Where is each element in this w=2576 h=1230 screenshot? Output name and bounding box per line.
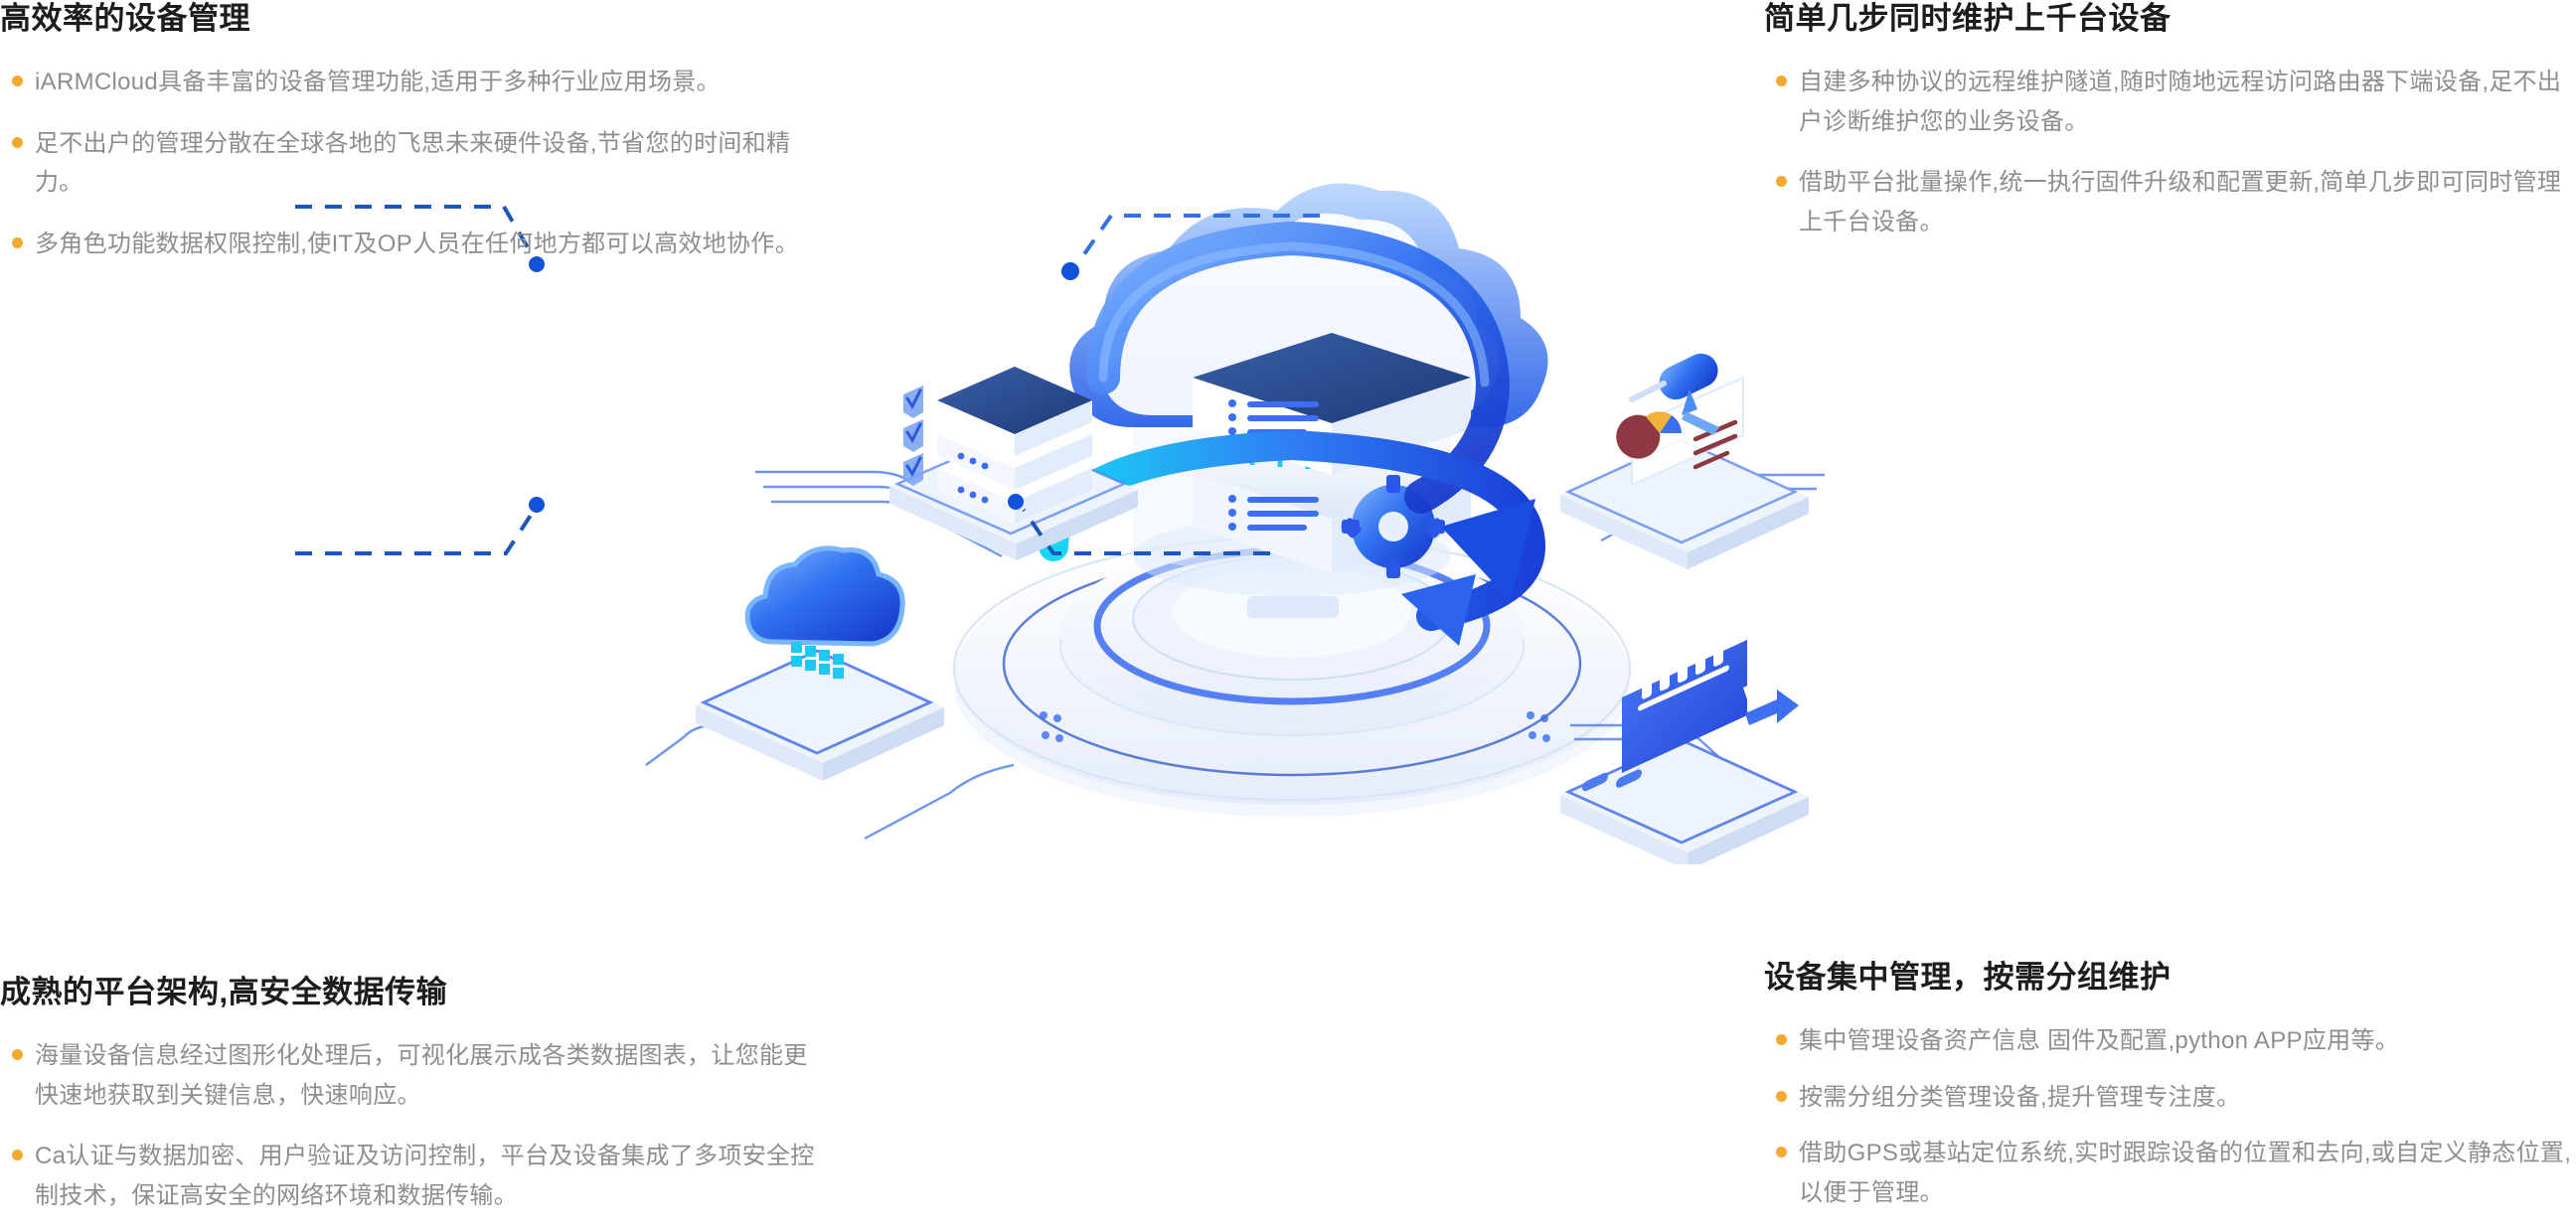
- bullet-dot-icon: [1776, 1034, 1787, 1046]
- feature-list: 集中管理设备资产信息 固件及配置,python APP应用等。 按需分组分类管理…: [1764, 1021, 2576, 1212]
- feature-list: 自建多种协议的远程维护隧道,随时随地远程访问路由器下端设备,足不出户诊断维护您的…: [1764, 63, 2576, 241]
- bullet-dot-icon: [1776, 76, 1787, 87]
- list-item: 借助平台批量操作,统一执行固件升级和配置更新,简单几步即可同时管理上千台设备。: [1764, 163, 2576, 241]
- list-item: 集中管理设备资产信息 固件及配置,python APP应用等。: [1764, 1021, 2576, 1061]
- bullet-dot-icon: [12, 1150, 23, 1161]
- list-item-text: 自建多种协议的远程维护隧道,随时随地远程访问路由器下端设备,足不出户诊断维护您的…: [1799, 69, 2562, 135]
- cloud-device-node: [696, 545, 944, 781]
- list-item: 借助GPS或基站定位系统,实时跟踪设备的位置和去向,或自定义静态位置,以便于管理…: [1764, 1134, 2576, 1212]
- list-item: 按需分组分类管理设备,提升管理专注度。: [1764, 1078, 2576, 1118]
- projector-report-node: [1560, 353, 1809, 569]
- section-heading: 设备集中管理，按需分组维护: [1764, 960, 2172, 995]
- list-item-text: 借助GPS或基站定位系统,实时跟踪设备的位置和去向,或自定义静态位置,以便于管理…: [1799, 1140, 2572, 1206]
- cloud-icon: [744, 545, 905, 647]
- bullet-dot-icon: [12, 76, 23, 87]
- list-item: 多角色功能数据权限控制,使IT及OP人员在任何地方都可以高效地协作。: [0, 225, 825, 264]
- feature-list: 海量设备信息经过图形化处理后，可视化展示成各类数据图表，让您能更快速地获取到关键…: [0, 1036, 825, 1215]
- connector-bottom-left: [295, 497, 545, 555]
- list-item: 海量设备信息经过图形化处理后，可视化展示成各类数据图表，让您能更快速地获取到关键…: [0, 1036, 825, 1115]
- pie-chart-icon: [1616, 411, 1682, 459]
- list-item-text: Ca认证与数据加密、用户验证及访问控制，平台及设备集成了多项安全控制技术，保证高…: [35, 1143, 815, 1209]
- list-item: iARMCloud具备丰富的设备管理功能,适用于多种行业应用场景。: [0, 63, 825, 102]
- projector-icon: [1629, 353, 1719, 435]
- feature-list: iARMCloud具备丰富的设备管理功能,适用于多种行业应用场景。 足不出户的管…: [0, 63, 825, 263]
- list-item-text: 多角色功能数据权限控制,使IT及OP人员在任何地方都可以高效地协作。: [35, 230, 799, 257]
- list-item-text: 借助平台批量操作,统一执行固件升级和配置更新,简单几步即可同时管理上千台设备。: [1799, 169, 2562, 235]
- list-item-text: 足不出户的管理分散在全球各地的飞思未来硬件设备,节省您的时间和精力。: [35, 129, 791, 197]
- list-item: 自建多种协议的远程维护隧道,随时随地远程访问路由器下端设备,足不出户诊断维护您的…: [1764, 63, 2576, 141]
- central-illustration: [645, 183, 1825, 864]
- list-item: Ca认证与数据加密、用户验证及访问控制，平台及设备集成了多项安全控制技术，保证高…: [0, 1137, 825, 1215]
- bar-chart-icon: [1638, 614, 1729, 711]
- section-heading: 高效率的设备管理: [0, 1, 250, 36]
- exchange-arrows-icon: [1743, 664, 1799, 725]
- list-item-text: 集中管理设备资产信息 固件及配置,python APP应用等。: [1799, 1027, 2400, 1055]
- list-item-text: iARMCloud具备丰富的设备管理功能,适用于多种行业应用场景。: [35, 69, 721, 96]
- section-heading: 成熟的平台架构,高安全数据传输: [0, 975, 448, 1009]
- bar-chart-monitor-node: [1560, 614, 1809, 864]
- bullet-dot-icon: [12, 136, 23, 148]
- feature-section-platform-security: 成熟的平台架构,高安全数据传输 海量设备信息经过图形化处理后，可视化展示成各类数…: [0, 974, 825, 1216]
- feature-section-centralized-management: 设备集中管理，按需分组维护 集中管理设备资产信息 固件及配置,python AP…: [1764, 959, 2576, 1230]
- feature-section-bulk-maintenance: 简单几步同时维护上千台设备 自建多种协议的远程维护隧道,随时随地远程访问路由器下…: [1764, 0, 2576, 242]
- bullet-dot-icon: [12, 236, 23, 248]
- feature-section-device-management: 高效率的设备管理 iARMCloud具备丰富的设备管理功能,适用于多种行业应用场…: [0, 0, 825, 264]
- list-item: 足不出户的管理分散在全球各地的飞思未来硬件设备,节省您的时间和精力。: [0, 124, 825, 203]
- bullet-dot-icon: [12, 1049, 23, 1061]
- bullet-dot-icon: [1776, 1147, 1787, 1158]
- bullet-dot-icon: [1776, 176, 1787, 188]
- list-item-text: 海量设备信息经过图形化处理后，可视化展示成各类数据图表，让您能更快速地获取到关键…: [35, 1042, 808, 1109]
- list-item-text: 按需分组分类管理设备,提升管理专注度。: [1799, 1083, 2241, 1111]
- bullet-dot-icon: [1776, 1090, 1787, 1102]
- section-heading: 简单几步同时维护上千台设备: [1764, 1, 2172, 36]
